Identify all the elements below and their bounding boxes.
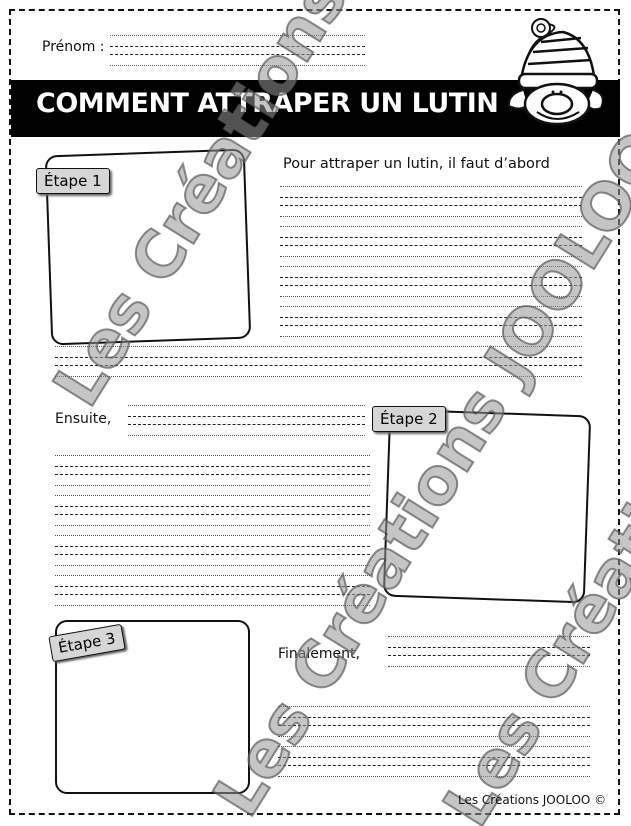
writing-line — [110, 54, 365, 55]
writing-line — [280, 256, 582, 257]
writing-line — [128, 435, 365, 436]
writing-line — [55, 535, 370, 536]
writing-line — [280, 186, 582, 187]
writing-line — [278, 776, 590, 777]
writing-line — [55, 357, 582, 358]
writing-line — [55, 575, 370, 576]
writing-line — [280, 266, 582, 267]
writing-line — [128, 424, 365, 425]
step1-label: Étape 1 — [36, 168, 110, 194]
writing-line — [55, 554, 370, 555]
writing-line — [55, 455, 370, 456]
writing-line — [55, 365, 582, 366]
writing-line — [278, 765, 590, 766]
writing-line — [280, 237, 582, 238]
writing-line — [280, 245, 582, 246]
step3-prompt: Finalement, — [278, 646, 360, 662]
writing-line — [55, 605, 370, 606]
writing-line — [110, 65, 365, 66]
footer-credit: Les Créations JOOLOO © — [458, 793, 607, 807]
writing-line — [55, 495, 370, 496]
writing-line — [55, 586, 370, 587]
writing-line — [280, 325, 582, 326]
writing-line — [280, 226, 582, 227]
writing-line — [388, 655, 590, 656]
writing-line — [388, 636, 590, 637]
writing-line — [278, 706, 590, 707]
writing-line — [110, 46, 365, 47]
writing-line — [280, 205, 582, 206]
writing-line — [55, 485, 370, 486]
elf-icon — [507, 18, 603, 126]
writing-line — [278, 757, 590, 758]
writing-line — [55, 514, 370, 515]
writing-line — [280, 336, 582, 337]
writing-line — [280, 285, 582, 286]
writing-line — [55, 594, 370, 595]
step1-prompt: Pour attraper un lutin, il faut d’abord — [283, 156, 550, 172]
step2-label: Étape 2 — [372, 406, 446, 432]
writing-line — [388, 647, 590, 648]
writing-line — [55, 525, 370, 526]
writing-line — [280, 306, 582, 307]
writing-line — [55, 546, 370, 547]
writing-line — [280, 216, 582, 217]
writing-line — [110, 35, 365, 36]
writing-line — [55, 474, 370, 475]
writing-line — [280, 277, 582, 278]
writing-line — [128, 416, 365, 417]
writing-line — [55, 506, 370, 507]
writing-line — [278, 725, 590, 726]
writing-line — [55, 466, 370, 467]
writing-line — [388, 666, 590, 667]
writing-line — [278, 717, 590, 718]
writing-line — [55, 346, 582, 347]
writing-line — [278, 736, 590, 737]
page-title: COMMENT ATTRAPER UN LUTIN — [36, 88, 499, 119]
step2-drawing-box[interactable] — [382, 408, 592, 604]
writing-line — [278, 746, 590, 747]
writing-line — [128, 405, 365, 406]
writing-line — [55, 565, 370, 566]
dashed-border — [9, 9, 620, 815]
writing-line — [280, 296, 582, 297]
writing-line — [280, 197, 582, 198]
step2-prompt: Ensuite, — [55, 411, 112, 427]
writing-line — [55, 376, 582, 377]
writing-line — [280, 317, 582, 318]
name-label: Prénom : — [42, 39, 105, 55]
